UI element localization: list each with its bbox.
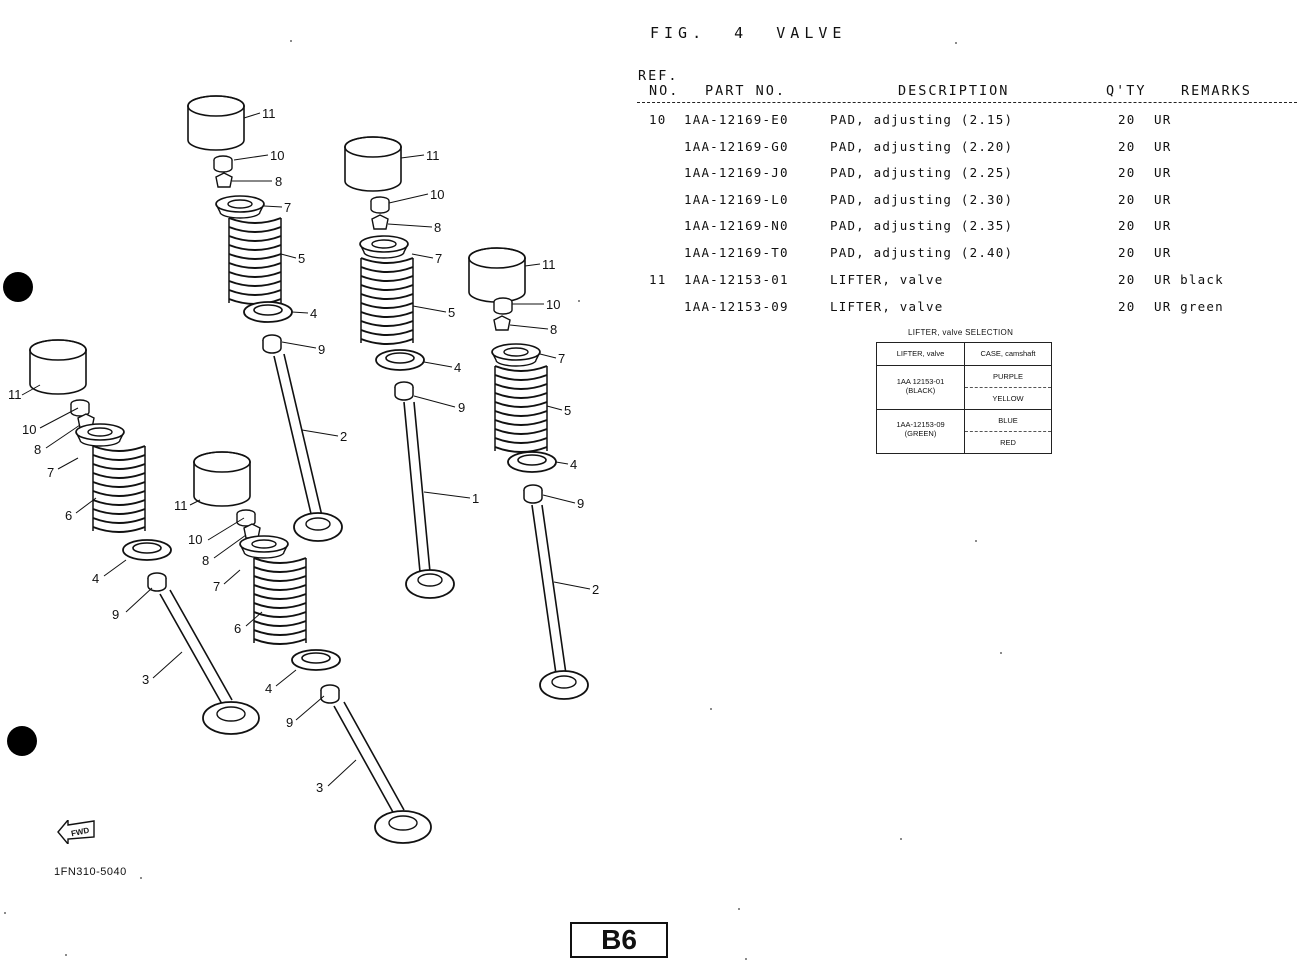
header-qty: Q'TY <box>1106 83 1147 99</box>
illustration-code: 1FN310-5040 <box>54 866 127 878</box>
callout-5: 5 <box>448 305 455 320</box>
callout-4: 4 <box>310 306 317 321</box>
selection-row1-case-b: YELLOW <box>992 394 1024 403</box>
callout-5: 5 <box>298 251 305 266</box>
selection-col-case: CASE, camshaft <box>980 349 1036 358</box>
callout-4: 4 <box>92 571 99 586</box>
callout-7: 7 <box>213 579 220 594</box>
callout-4: 4 <box>454 360 461 375</box>
callout-11: 11 <box>262 106 276 121</box>
selection-table: LIFTER, valve CASE, camshaft 1AA 12153-0… <box>876 342 1052 454</box>
callout-3: 3 <box>316 780 323 795</box>
header-description: DESCRIPTION <box>898 83 1010 99</box>
callout-11: 11 <box>426 148 440 163</box>
valve-assembly-e <box>193 451 432 844</box>
callout-9: 9 <box>577 496 584 511</box>
figure-title: FIG. 4 VALVE <box>650 24 847 42</box>
callout-7: 7 <box>558 351 565 366</box>
valve-assembly-d <box>29 339 260 735</box>
callout-9: 9 <box>318 342 325 357</box>
binder-hole-bottom <box>7 726 37 756</box>
selection-row2-part: 1AA-12153-09(GREEN) <box>896 420 945 439</box>
valve-assembly-a <box>187 95 343 542</box>
callout-11: 11 <box>542 257 556 272</box>
callout-2: 2 <box>340 429 347 444</box>
callout-8: 8 <box>202 553 209 568</box>
header-ref-line1: REF. <box>638 68 679 84</box>
callout-6: 6 <box>65 508 72 523</box>
callout-labels: 11 10 8 7 5 4 9 2 11 10 8 7 5 4 9 1 11 1… <box>8 106 599 795</box>
callout-1: 1 <box>472 491 479 506</box>
callout-6: 6 <box>234 621 241 636</box>
callout-11: 11 <box>174 498 188 513</box>
callout-10: 10 <box>188 532 202 547</box>
callout-7: 7 <box>435 251 442 266</box>
header-ref-line2: NO. <box>649 83 680 99</box>
selection-row2-case-a: BLUE <box>998 416 1018 425</box>
callout-8: 8 <box>275 174 282 189</box>
callout-10: 10 <box>430 187 444 202</box>
callout-9: 9 <box>112 607 119 622</box>
callout-5: 5 <box>564 403 571 418</box>
callout-2: 2 <box>592 582 599 597</box>
header-remarks: REMARKS <box>1181 83 1252 99</box>
callout-8: 8 <box>34 442 41 457</box>
selection-row1-case-a: PURPLE <box>992 372 1023 381</box>
callout-4: 4 <box>570 457 577 472</box>
header-divider <box>637 102 1297 103</box>
callout-9: 9 <box>286 715 293 730</box>
callout-7: 7 <box>47 465 54 480</box>
callout-8: 8 <box>550 322 557 337</box>
valve-assembly-b <box>344 136 455 599</box>
selection-row2-case-b: RED <box>1000 438 1016 447</box>
callout-8: 8 <box>434 220 441 235</box>
valve-assembly-c <box>468 247 589 700</box>
callout-10: 10 <box>546 297 560 312</box>
callout-3: 3 <box>142 672 149 687</box>
selection-table-title: LIFTER, valve SELECTION <box>908 328 1014 337</box>
page-code-box: B6 <box>570 922 668 958</box>
valve-exploded-diagram: 11 10 8 7 5 4 9 2 11 10 8 7 5 4 9 1 11 1… <box>8 95 599 844</box>
svg-text:FWD: FWD <box>70 826 90 839</box>
fwd-arrow-icon: FWD <box>57 820 95 844</box>
callout-10: 10 <box>270 148 284 163</box>
callout-7: 7 <box>284 200 291 215</box>
header-part-no: PART NO. <box>705 83 787 99</box>
callout-9: 9 <box>458 400 465 415</box>
selection-col-lifter: LIFTER, valve <box>896 349 945 358</box>
selection-row1-part: 1AA 12153-01(BLACK) <box>896 377 945 396</box>
callout-4: 4 <box>265 681 272 696</box>
binder-hole-top <box>3 272 33 302</box>
callout-leaders <box>21 112 591 787</box>
callout-10: 10 <box>22 422 36 437</box>
callout-11: 11 <box>8 387 22 402</box>
